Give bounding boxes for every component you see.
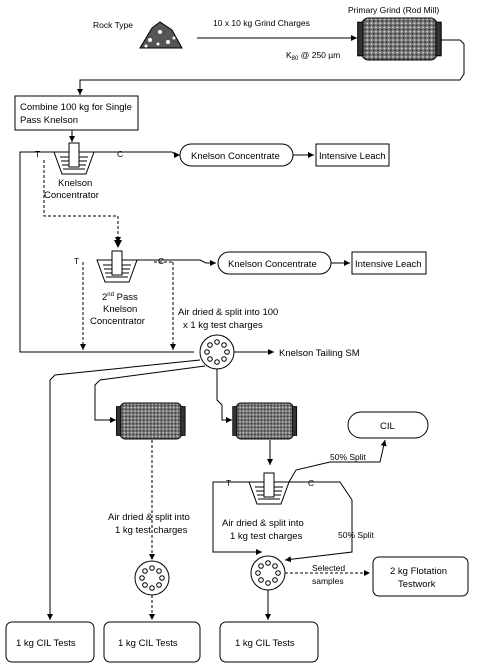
knelson-label-1: Knelson (58, 178, 92, 189)
conc-label-3: C (308, 478, 314, 488)
k80-label: K80 @ 250 µm (286, 50, 340, 62)
rock-pile-icon (139, 21, 183, 49)
knelson1-tail-line (19, 151, 194, 353)
second-pass-label-3: Concentrator (90, 316, 145, 327)
knelson2-conc-arrow (137, 259, 216, 266)
intensive-leach-box-1 (315, 143, 390, 167)
cil-tests-box-1 (5, 621, 95, 663)
conc-label-2: C (158, 256, 164, 266)
primary-grind-label: Primary Grind (Rod Mill) (348, 5, 439, 15)
knelson-concentrate-text-1: Knelson Concentrate (191, 151, 280, 162)
splitter-to-mill3-line (216, 369, 232, 423)
combine-text-2: Pass Knelson (20, 115, 78, 126)
cil-text: CIL (380, 421, 395, 432)
flotation-text-2: Testwork (398, 579, 436, 590)
cil-tests-text-3: 1 kg CIL Tests (235, 638, 295, 649)
selected-label-1: Selected (312, 563, 345, 573)
air-dried-right-1: Air dried & split into (222, 518, 304, 529)
cil-tests-box-2 (103, 621, 201, 663)
cil-box (347, 411, 429, 439)
mill-to-combine-line (77, 39, 465, 95)
second-pass-knelson-icon (96, 250, 138, 283)
air-dried-mid-2: 1 kg test charges (115, 525, 188, 536)
to-splitter3-split-line (284, 481, 353, 563)
air-dried-top-1: Air dried & split into 100 (178, 307, 278, 318)
splitter-2-icon (134, 560, 170, 596)
tail-label-1: T (35, 149, 40, 159)
combine-text-1: Combine 100 kg for Single (20, 102, 132, 113)
cil-tests-box-3 (219, 621, 319, 663)
air-dried-top-2: x 1 kg test charges (183, 320, 263, 331)
to-cil-split-line (288, 439, 387, 483)
air-dried-mid-1: Air dried & split into (108, 512, 190, 523)
splitter-to-left-line (47, 359, 201, 620)
splitter-3-icon (250, 555, 286, 591)
splitter-to-mill2-line (94, 365, 206, 423)
second-pass-label-2: Knelson (103, 304, 137, 315)
tail-label-2: T (74, 256, 79, 266)
knelson-tailing-label: Knelson Tailing SM (279, 348, 360, 359)
rock-type-label: Rock Type (93, 20, 133, 30)
knelson-concentrator-icon (53, 142, 95, 175)
combine-box (14, 95, 139, 131)
intensive-leach-text-2: Intensive Leach (355, 259, 422, 270)
second-pass-label-1: 2nd Pass (102, 292, 138, 303)
flotation-box (372, 556, 469, 597)
grind-charges-label: 10 x 10 kg Grind Charges (213, 18, 310, 28)
knelson-3-icon (248, 472, 290, 505)
split-bottom-label: 50% Split (338, 530, 375, 540)
flotation-text-1: 2 kg Flotation (390, 566, 447, 577)
mill-3-icon (232, 402, 298, 440)
knelson-label-2: Concentrator (44, 190, 99, 201)
cil-tests-text-2: 1 kg CIL Tests (118, 638, 178, 649)
knelson-concentrate-text-2: Knelson Concentrate (228, 259, 317, 270)
main-splitter-icon (199, 334, 235, 370)
knelson1-conc-arrow (94, 151, 180, 158)
selected-label-2: samples (312, 576, 344, 586)
intensive-leach-text-1: Intensive Leach (319, 151, 386, 162)
knelson3-tail-line (212, 481, 262, 555)
arrow-head-2nd (114, 240, 122, 248)
knelson1-to-2nd-pass-line (43, 160, 121, 243)
rod-mill-icon (357, 17, 442, 61)
conc-label-1: C (117, 149, 123, 159)
tail-label-3: T (226, 478, 231, 488)
air-dried-right-2: 1 kg test charges (230, 531, 303, 542)
cil-tests-text-1: 1 kg CIL Tests (16, 638, 76, 649)
split-top-label: 50% Split (330, 452, 367, 462)
mill-2-icon (116, 402, 186, 440)
intensive-leach-box-2 (351, 251, 427, 275)
